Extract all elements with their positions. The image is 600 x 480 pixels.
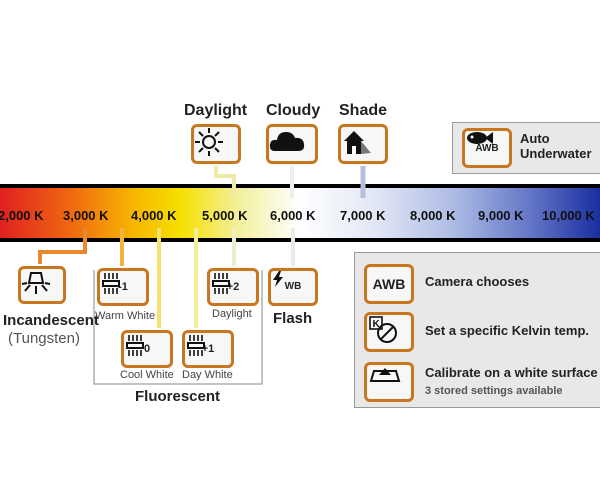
white-card-icon xyxy=(369,368,401,382)
kelvin-mode-button[interactable]: K xyxy=(364,312,414,352)
kelvin-label: 9,000 K xyxy=(478,208,524,223)
kelvin-glyph: K xyxy=(373,319,381,330)
fish-icon xyxy=(467,132,493,144)
cool-white-badge: 0 xyxy=(143,343,151,355)
fluorescent-tube-icon xyxy=(102,273,120,294)
kelvin-label: 3,000 K xyxy=(63,208,109,223)
auto-label: Auto xyxy=(520,131,550,146)
fluorescent-label: Fluorescent xyxy=(135,388,221,405)
fluorescent-tube-icon xyxy=(126,335,144,356)
day-white-preset-button[interactable]: +1 xyxy=(182,330,234,368)
daylight-label: Daylight xyxy=(184,102,248,119)
custom-wb-mode-subtext: 3 stored settings available xyxy=(425,385,563,397)
warm-white-badge: -1 xyxy=(118,281,128,293)
flash-label: Flash xyxy=(273,310,313,327)
cloud-icon xyxy=(269,132,305,151)
lightning-icon xyxy=(273,271,283,287)
custom-wb-mode-button[interactable] xyxy=(364,362,414,402)
underwater-label: Underwater xyxy=(520,146,592,161)
daylight-connector xyxy=(214,166,236,198)
flash-preset-button[interactable]: WB xyxy=(268,268,318,306)
kelvin-dial-icon: K xyxy=(369,316,397,343)
daylight-fluorescent-label: Daylight xyxy=(212,308,252,320)
fluorescent-tube-icon xyxy=(212,273,230,294)
kelvin-label: 6,000 K xyxy=(270,208,316,223)
kelvin-spectrum-fill xyxy=(0,188,600,238)
warm-white-preset-button[interactable]: -1 xyxy=(97,268,149,306)
kelvin-label: 8,000 K xyxy=(410,208,456,223)
sun-icon xyxy=(195,128,223,156)
incandescent-label: Incandescent xyxy=(3,312,99,329)
shade-preset-button[interactable] xyxy=(338,124,388,164)
auto-underwater-button[interactable]: AWB xyxy=(462,128,512,168)
awb-mode-badge: AWB xyxy=(372,276,406,292)
day-white-label: Day White xyxy=(182,369,233,381)
kelvin-label: 7,000 K xyxy=(340,208,386,223)
fluorescent-bracket xyxy=(93,270,263,385)
kelvin-label: 10,000 K xyxy=(542,208,595,223)
incandescent-connector xyxy=(38,228,87,264)
house-shade-icon xyxy=(344,131,371,154)
tungsten-label: (Tungsten) xyxy=(8,330,80,347)
kelvin-label: 5,000 K xyxy=(202,208,248,223)
custom-wb-mode-text: Calibrate on a white surface xyxy=(425,365,598,380)
daylight-fluorescent-preset-button[interactable]: +2 xyxy=(207,268,259,306)
fluorescent-tube-icon xyxy=(187,335,205,356)
shade-label: Shade xyxy=(339,102,388,119)
cloudy-label: Cloudy xyxy=(266,102,321,119)
kelvin-mode-text: Set a specific Kelvin temp. xyxy=(425,323,590,338)
cloudy-preset-button[interactable] xyxy=(266,124,318,164)
kelvin-label: 4,000 K xyxy=(131,208,177,223)
bulb-icon xyxy=(21,272,51,294)
cool-white-preset-button[interactable]: 0 xyxy=(121,330,173,368)
awb-badge: AWB xyxy=(475,142,499,154)
incandescent-preset-button[interactable] xyxy=(18,266,66,304)
awb-mode-button[interactable]: AWB xyxy=(364,264,414,304)
daylight-preset-button[interactable] xyxy=(191,124,241,164)
warm-white-label: Warm White xyxy=(95,310,156,322)
flash-badge: WB xyxy=(284,281,302,292)
kelvin-label: 2,000 K xyxy=(0,208,44,223)
awb-mode-text: Camera chooses xyxy=(425,274,530,289)
cool-white-label: Cool White xyxy=(120,369,174,381)
